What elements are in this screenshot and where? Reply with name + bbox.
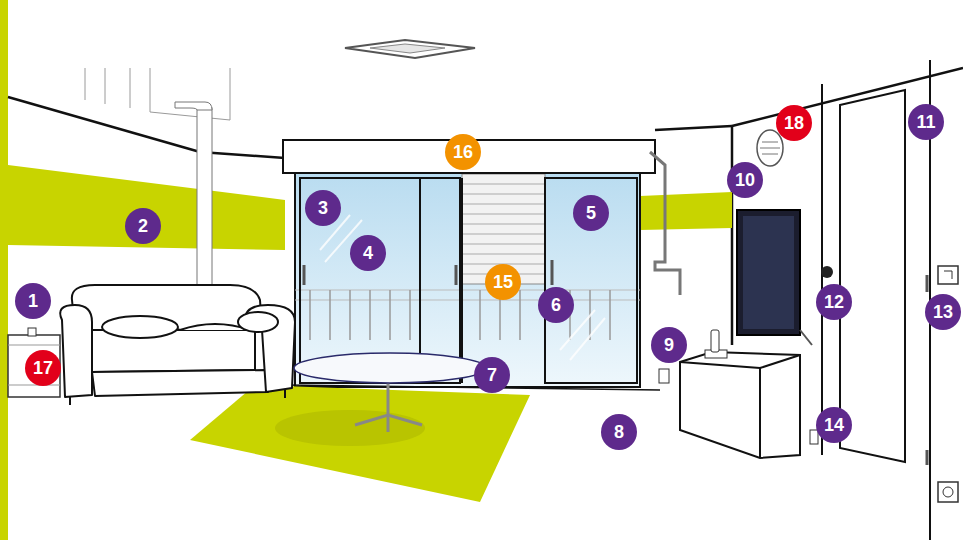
callout-number: 5 xyxy=(586,204,596,222)
callout-circle: 18 xyxy=(776,105,812,141)
callout-number: 11 xyxy=(916,113,935,131)
callout-circle: 17 xyxy=(25,350,61,386)
callout-number: 12 xyxy=(824,293,844,311)
callout-number: 2 xyxy=(138,217,148,235)
callout-circle: 1 xyxy=(15,283,51,319)
callout-number: 18 xyxy=(784,114,804,132)
callout-circle: 6 xyxy=(538,287,574,323)
callout-number: 15 xyxy=(493,273,513,291)
callout-circle: 7 xyxy=(474,357,510,393)
callout-circle: 14 xyxy=(816,407,852,443)
callout-circle: 11 xyxy=(908,104,944,140)
callout-number: 14 xyxy=(824,416,844,434)
callout-number: 3 xyxy=(318,199,328,217)
callout-number: 10 xyxy=(735,171,755,189)
callout-number: 8 xyxy=(614,423,624,441)
callout-circle: 5 xyxy=(573,195,609,231)
callout-circle: 8 xyxy=(601,414,637,450)
callout-circle: 9 xyxy=(651,327,687,363)
callout-circle: 16 xyxy=(445,134,481,170)
callout-number: 17 xyxy=(33,359,53,377)
callout-circle: 15 xyxy=(485,264,521,300)
callout-number: 13 xyxy=(933,303,953,321)
callout-number: 1 xyxy=(28,292,38,310)
callout-circle: 2 xyxy=(125,208,161,244)
callout-number: 16 xyxy=(453,143,473,161)
callout-circle: 13 xyxy=(925,294,961,330)
callout-circle: 12 xyxy=(816,284,852,320)
callout-number: 6 xyxy=(551,296,561,314)
callout-number: 9 xyxy=(664,336,674,354)
callout-circle: 10 xyxy=(727,162,763,198)
callout-circle: 3 xyxy=(305,190,341,226)
callout-number: 7 xyxy=(487,366,497,384)
callout-circle: 4 xyxy=(350,235,386,271)
callout-number: 4 xyxy=(363,244,373,262)
